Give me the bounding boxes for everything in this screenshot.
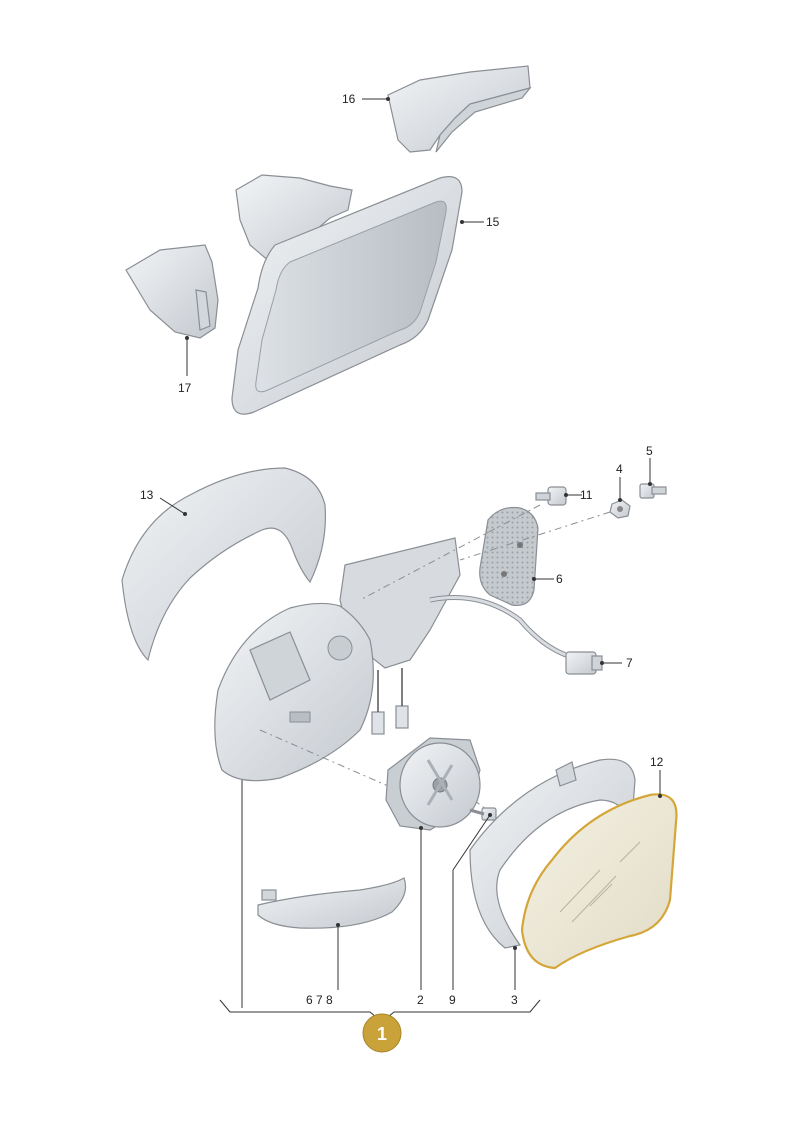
callout-4: 4: [616, 462, 623, 476]
callout-9: 9: [449, 993, 456, 1007]
leader-dot-13: [183, 512, 187, 516]
alignment-line: [459, 511, 611, 561]
connector-plug-part: [565, 651, 603, 675]
rear-view-mirror-part: [231, 174, 463, 415]
callout-11: 11: [580, 488, 593, 502]
adjustment-motor-part: [385, 737, 481, 831]
alignment-line: [259, 729, 421, 801]
screw-part: [639, 483, 667, 499]
assembly-badge: 1: [362, 1013, 402, 1053]
callout-6: 6: [556, 572, 563, 586]
leader-dot-7: [600, 661, 604, 665]
callout-2: 2: [417, 993, 424, 1007]
mirror-base-housing-part: [214, 537, 461, 782]
callout-7: 7: [626, 656, 633, 670]
leader-dot-17: [185, 336, 189, 340]
leader-dot-6: [532, 577, 536, 581]
leader-line-9a: [452, 814, 491, 871]
callout-15: 15: [486, 215, 500, 229]
leader-dot-11: [564, 493, 568, 497]
turn-signal-strip-part: [257, 877, 407, 929]
glass-carrier-frame-part: [469, 758, 636, 949]
nut-part: [609, 499, 631, 519]
housing-cap-part: [121, 467, 327, 662]
callout-16: 16: [342, 92, 356, 106]
callout-678: 6 7 8: [306, 993, 333, 1007]
callout-17: 17: [178, 381, 192, 395]
gasket-part: [479, 506, 539, 607]
callout-5: 5: [646, 444, 653, 458]
leader-line-13: [159, 497, 186, 515]
sensor-cover-part: [125, 244, 219, 339]
leader-dot-4: [618, 498, 622, 502]
callout-3: 3: [511, 993, 518, 1007]
leader-dot-12: [658, 794, 662, 798]
callout-13: 13: [140, 488, 154, 502]
mount-cover-part: [387, 65, 532, 153]
leader-dot-5: [648, 482, 652, 486]
callout-12: 12: [650, 755, 664, 769]
bolt-part: [535, 486, 567, 506]
mirror-glass-part: [520, 793, 678, 970]
wire-plugs: [371, 668, 409, 735]
leader-dot-15: [460, 220, 464, 224]
small-screw-part: [469, 807, 497, 821]
leader-dot-16: [386, 97, 390, 101]
assembly-badge-label: 1: [377, 1024, 387, 1044]
